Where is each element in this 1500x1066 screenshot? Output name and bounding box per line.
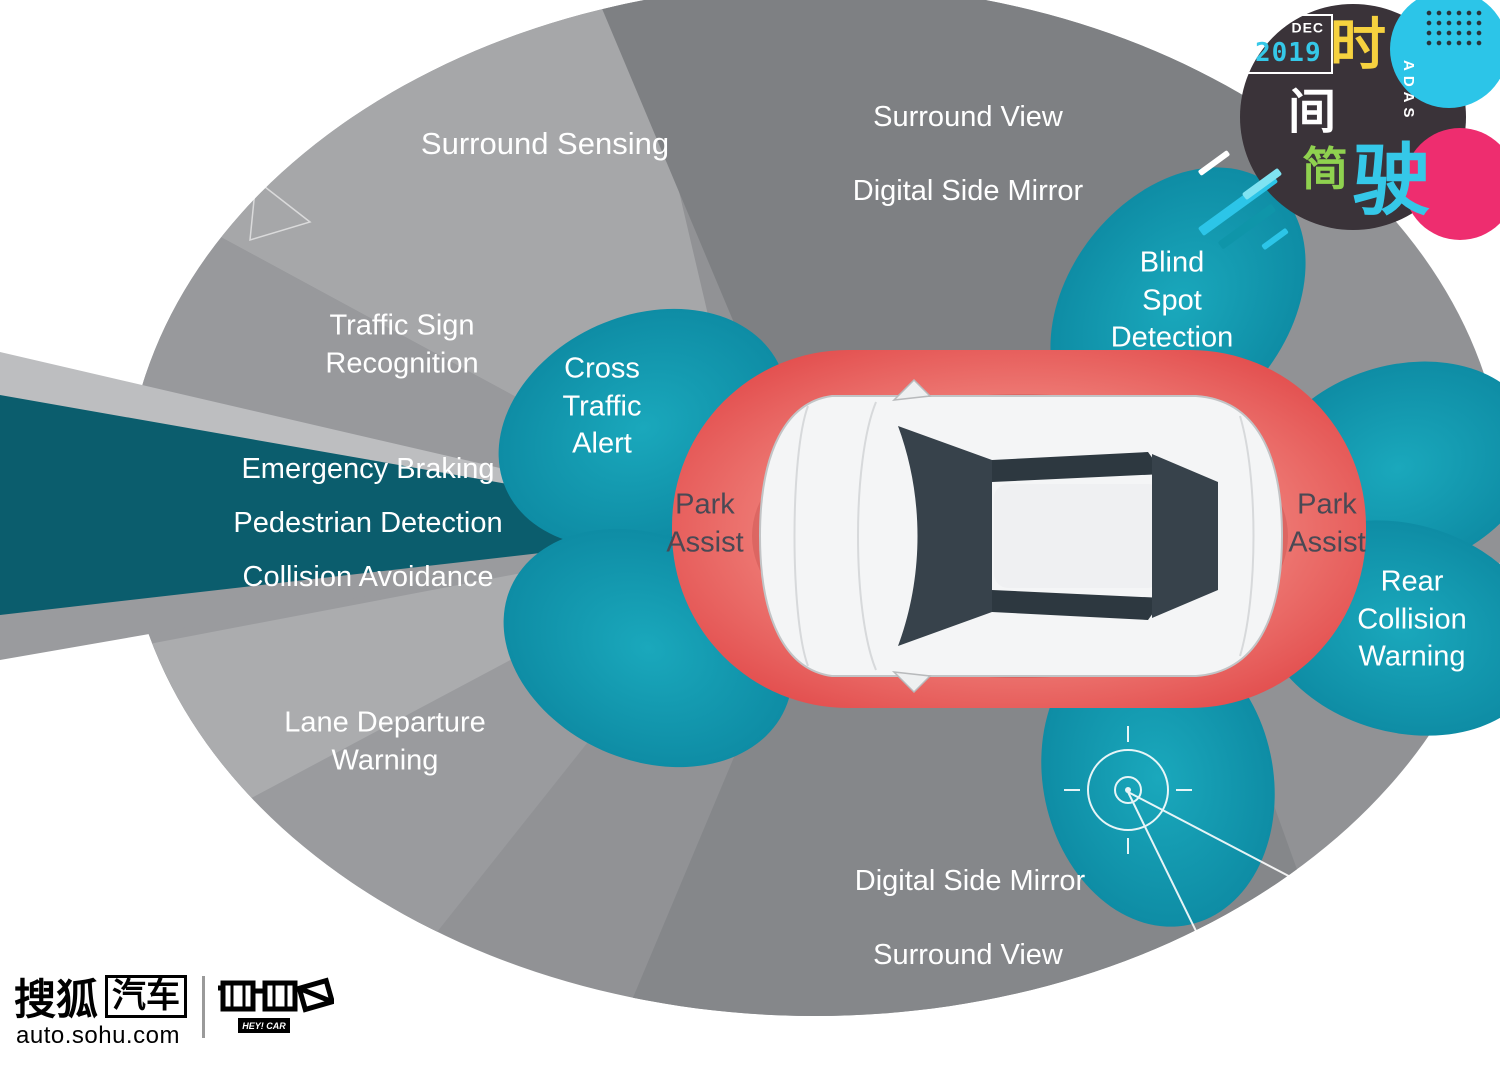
- white-lineart-group: [249, 178, 1500, 1066]
- sohu-logo-text: 搜狐: [14, 975, 99, 1024]
- car-mirror-top: [891, 378, 932, 401]
- badge-adas-text: ADAS: [1400, 60, 1417, 123]
- label-surround-view-top: Surround View: [873, 101, 1063, 134]
- badge-cn-char-4: 驶: [1352, 136, 1431, 226]
- label-park-assist-front: Park Assist: [666, 488, 744, 558]
- badge-date-suffix: TH: [1272, 19, 1287, 29]
- footer-divider: [202, 976, 205, 1038]
- car-side-glass-top: [992, 452, 1164, 482]
- heycar-text: HEY! CAR: [242, 1021, 286, 1031]
- label-traffic-sign-recognition: Traffic Sign Recognition: [325, 309, 479, 379]
- label-surround-view-bottom: Surround View: [873, 939, 1063, 972]
- label-digital-side-mirror-bottom: Digital Side Mirror: [854, 865, 1086, 898]
- sohu-logo-box-text: 汽车: [105, 974, 188, 1019]
- car-illustration: [752, 378, 1288, 694]
- heycar-glasses-icon: HEY! CAR: [218, 977, 336, 1033]
- sohu-auto-logo: 搜狐 汽车: [14, 966, 188, 1027]
- triangle-outline-3: [249, 178, 312, 242]
- badge-date: 30TH DEC 2019: [1246, 14, 1334, 74]
- label-pedestrian-detection: Pedestrian Detection: [233, 507, 503, 540]
- label-cross-traffic-alert: Cross Traffic Alert: [562, 352, 642, 460]
- car-roof: [994, 484, 1162, 588]
- car-rear-window: [1152, 454, 1218, 618]
- badge-cn-char-3: 简: [1302, 142, 1348, 196]
- target-dot: [1125, 787, 1131, 793]
- label-digital-side-mirror-top: Digital Side Mirror: [852, 175, 1084, 208]
- heycar-logo: HEY! CAR: [218, 976, 336, 1043]
- car-windshield: [898, 426, 992, 646]
- label-collision-avoidance: Collision Avoidance: [242, 561, 494, 594]
- car-side-glass-bottom: [992, 590, 1164, 620]
- car-bumper-line: [793, 405, 809, 667]
- sector-surround-sensing: [125, 0, 758, 528]
- label-surround-sensing: Surround Sensing: [420, 125, 670, 161]
- badge-date-day: 30: [1255, 19, 1273, 36]
- badge-cn-char-1: 时: [1330, 13, 1386, 78]
- badge-pink-circle: [1404, 128, 1500, 240]
- beam-emergency-braking: [0, 395, 758, 615]
- target-circle-outer: [1087, 749, 1169, 831]
- badge-cn-char-2: 间: [1288, 84, 1337, 140]
- label-lane-departure-warning: Lane Departure Warning: [284, 706, 486, 776]
- car-mirror-bottom: [891, 671, 932, 694]
- label-emergency-braking: Emergency Braking: [241, 453, 495, 486]
- label-blind-spot-detection: Blind Spot Detection: [1110, 246, 1234, 354]
- label-park-assist-rear: Park Assist: [1288, 488, 1366, 558]
- dot-pattern: [1424, 8, 1482, 50]
- car-trunk-line: [1239, 415, 1255, 657]
- target-circle-inner: [1114, 776, 1142, 804]
- car-hood-line: [857, 401, 877, 671]
- triangle-outline-2: [1310, 895, 1500, 1066]
- badge-year: 2019: [1255, 37, 1322, 68]
- badge-date-month: DEC: [1291, 19, 1325, 36]
- sohu-url: auto.sohu.com: [16, 1022, 180, 1049]
- triangle-outline-1: [1256, 833, 1500, 1066]
- label-rear-collision-warning: Rear Collision Warning: [1357, 565, 1467, 673]
